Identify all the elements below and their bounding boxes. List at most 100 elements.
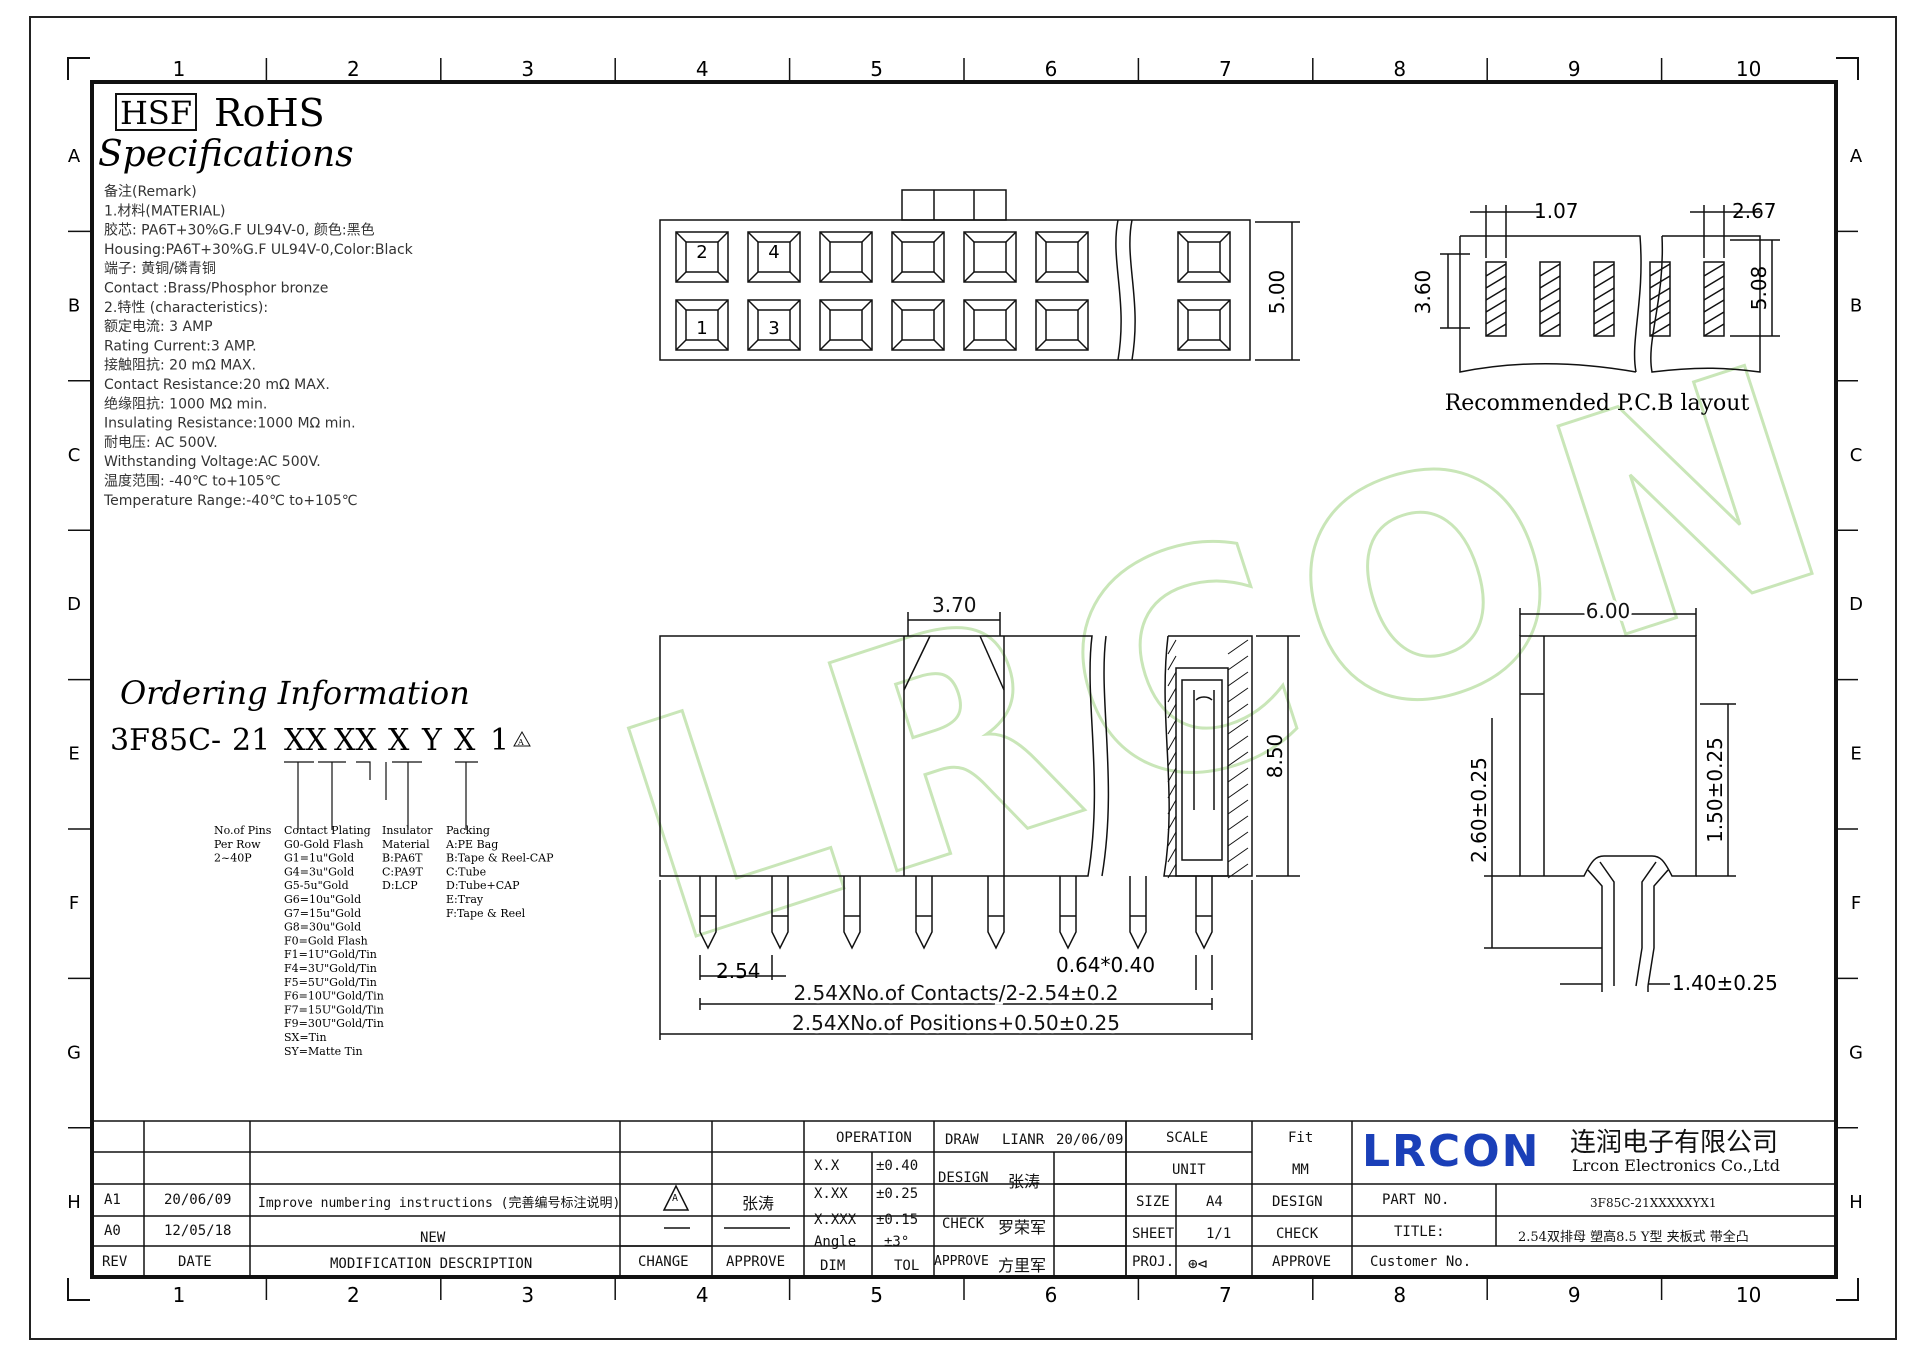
spec-line: Contact Resistance:20 mΩ MAX. [104,377,330,393]
cavity-chamfer [891,231,945,283]
spec-line: Contact :Brass/Phosphor bronze [104,281,328,297]
date-a1: 20/06/09 [164,1192,232,1208]
cavity-chamfer [1177,299,1231,351]
draw-label: DRAW [945,1132,979,1148]
cavity-outer [1177,231,1231,283]
side-dim-bottom: 1.40±0.25 [1672,971,1778,995]
cavity-outer [819,299,873,351]
spec-line: 额定电流: 3 AMP [104,319,213,335]
part-no: 3F85C-21XXXXXYX1 [1590,1196,1717,1210]
tol-key-3: X.XXX [814,1212,857,1228]
row-label-right: G [1849,1042,1863,1063]
plating-legend-line: SY=Matte Tin [284,1045,363,1058]
cavity-outer [963,299,1017,351]
front-dim-pitch: 2.54 [716,959,761,983]
ordering-leaders [284,761,478,830]
design-label: DESIGN [938,1170,989,1186]
cavity-chamfer [747,299,801,351]
row-label-right: E [1850,744,1861,765]
row-label-right: C [1850,445,1863,466]
cavity-inner [973,309,1007,341]
row-label-right: H [1849,1192,1863,1213]
approve-by: 方里军 [998,1256,1047,1275]
cavity-inner [1187,241,1221,273]
col-label-top: 8 [1393,57,1406,81]
plating-legend-line: F5=5U"Gold/Tin [284,976,377,989]
pad-hatch [1649,263,1671,277]
spec-line: Withstanding Voltage:AC 500V. [104,454,321,470]
plating-legend-line: G6=10u"Gold [284,893,361,906]
insulator-legend-line: Insulator [382,824,433,837]
row-label-left: G [67,1042,81,1063]
ordering-title: Ordering Information [120,674,470,712]
company-en: Lrcon Electronics Co.,Ltd [1572,1156,1780,1175]
pad-hatch [1485,311,1507,325]
hsf-box [115,93,197,131]
pad-hatch [1485,323,1507,337]
col-label-top: 6 [1045,57,1058,81]
plating-legend-line: Contact Plating [284,824,371,837]
plating-legend-line: G4=3u"Gold [284,865,354,878]
title-block [92,1120,1836,1277]
pad-hatch [1593,299,1615,313]
front-hatch [1167,639,1249,879]
cavity-inner [829,241,863,273]
plating-legend-line: SX=Tin [284,1031,327,1044]
pcb-pad [1703,261,1725,337]
pins-legend-line: 2~40P [214,852,252,865]
front-dim-contacts: 2.54XNo.of Contacts/2-2.54±0.2 [793,981,1118,1005]
desc-a1: Improve numbering instructions (完善编号标注说明… [258,1196,621,1211]
pad-hatch [1485,275,1507,289]
pad-hatch [1593,323,1615,337]
plating-legend-line: G0-Gold Flash [284,838,363,851]
col-label-top: 5 [870,57,883,81]
pad-hatch [1539,311,1561,325]
pad-hatch [1703,323,1725,337]
pin [1195,876,1213,950]
cavity-outer [747,299,801,351]
top-view [659,189,1300,361]
col-label-bottom: 7 [1219,1283,1232,1307]
col-label-top: 4 [696,57,709,81]
plating-legend-line: F0=Gold Flash [284,934,368,947]
sheet-val: 1/1 [1206,1226,1232,1242]
hdr-rev: REV [102,1254,128,1270]
front-dim-top: 3.70 [932,593,977,617]
side-dim-width: 6.00 [1586,599,1631,623]
pad-hatch [1539,275,1561,289]
desc-a0: NEW [420,1230,446,1246]
projection-icon: ⊕⊲ [1188,1254,1208,1273]
cavity-outer [891,299,945,351]
insulator-legend-line: Material [382,838,430,851]
spec-line: 绝缘阻抗: 1000 MΩ min. [104,396,267,412]
top-pin-4: 4 [768,242,779,263]
tol-val-1: ±0.40 [876,1158,919,1174]
spec-line: 胶芯: PA6T+30%G.F UL94V-0, 颜色:黑色 [104,222,375,239]
pad-hatch [1703,299,1725,313]
cavity-inner [901,241,935,273]
draw-by: LIANR [1002,1132,1045,1148]
unit-label: UNIT [1172,1162,1206,1178]
packing-legend-line: F:Tape & Reel [446,907,526,920]
insulator-legend-line: B:PA6T [382,852,423,865]
cavity-outer [675,231,729,283]
packing-legend-line: C:Tube [446,865,486,878]
top-pin-3: 3 [768,318,779,339]
cavity-chamfer [675,231,729,283]
col-label-top: 9 [1568,57,1581,81]
company-cn: 连润电子有限公司 [1570,1128,1779,1158]
cavity-outer [1035,231,1089,283]
row-label-left: F [69,893,79,914]
tol-key-1: X.X [814,1158,840,1174]
break-gap [1120,300,1156,350]
spec-line: 2.特性 (characteristics): [104,300,268,316]
pad-hatch [1649,299,1671,313]
plating-legend-line: G8=30u"Gold [284,921,361,934]
top-pin-2: 2 [696,242,707,263]
spec-line: 耐电压: AC 500V. [104,435,218,451]
hdr-desc: MODIFICATION DESCRIPTION [330,1256,533,1272]
pad-hatch [1539,263,1561,277]
row-label-left: H [67,1192,81,1213]
